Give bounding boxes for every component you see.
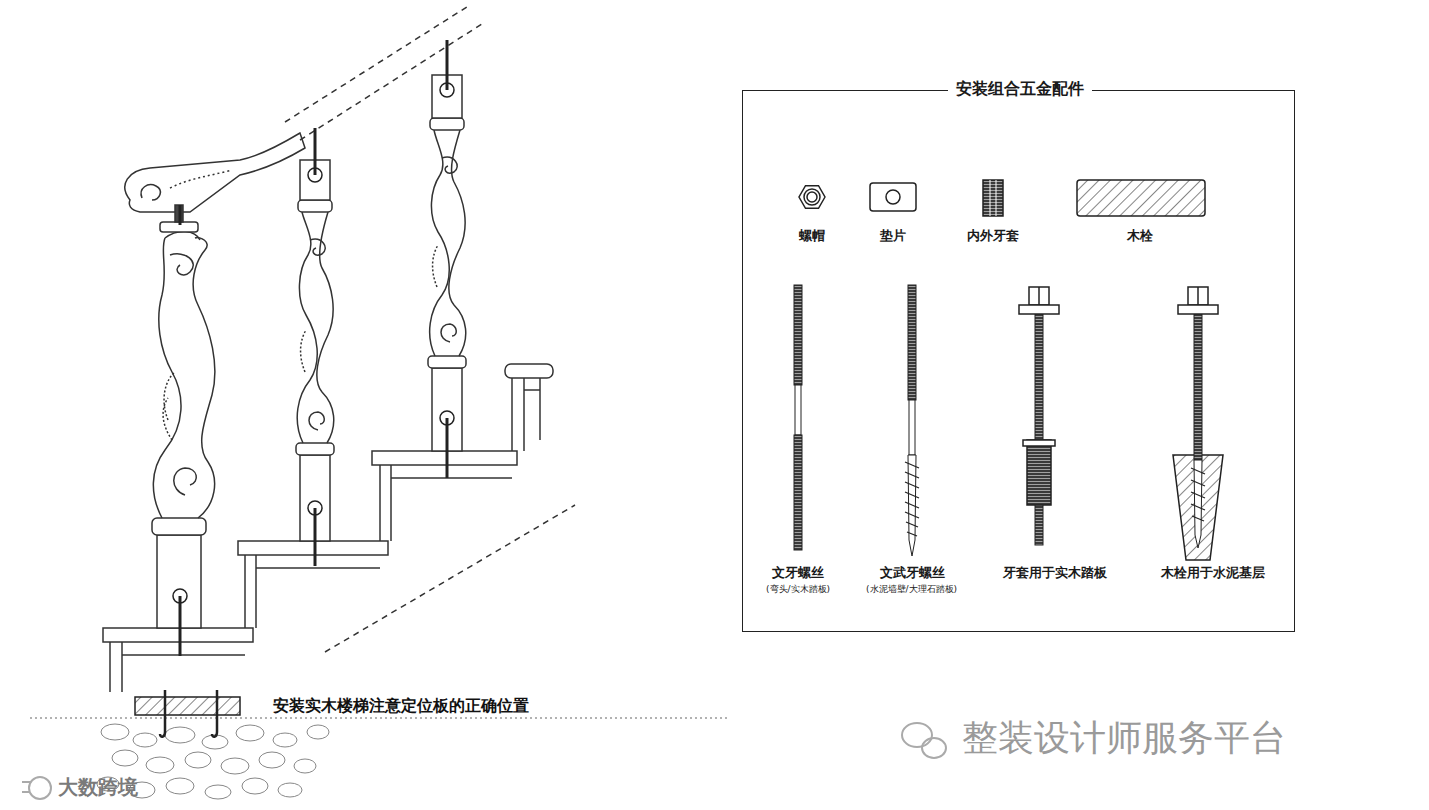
watermark: 大数跨境 (58, 775, 138, 799)
panel-heading: 安装组合五金配件 (948, 79, 1092, 99)
part-note: (弯头/实木踏板) (766, 584, 830, 595)
watermark: 整装设计师服务平台 (962, 716, 1286, 759)
ground (30, 690, 730, 799)
part-name: 文牙螺丝 (772, 565, 824, 581)
part-name: 垫片 (880, 228, 906, 244)
caption-note: 安装实木楼梯注意定位板的正确位置 (273, 696, 529, 715)
part-name: 牙套用于实木踏板 (1003, 565, 1107, 581)
stair-drawing (103, 5, 575, 692)
watermark-icon (22, 723, 946, 799)
part-name: 内外牙套 (967, 228, 1019, 244)
hardware-drawing (794, 180, 1223, 560)
part-note: (水泥墙壁/大理石踏板) (866, 584, 957, 595)
part-name: 木栓 (1127, 228, 1153, 244)
part-name: 螺帽 (799, 228, 825, 244)
fixing-screws (173, 40, 454, 656)
part-name: 木栓用于水泥基层 (1161, 565, 1265, 581)
part-name: 文武牙螺丝 (880, 565, 945, 581)
hardware-panel: 安装组合五金配件 (742, 90, 1295, 632)
